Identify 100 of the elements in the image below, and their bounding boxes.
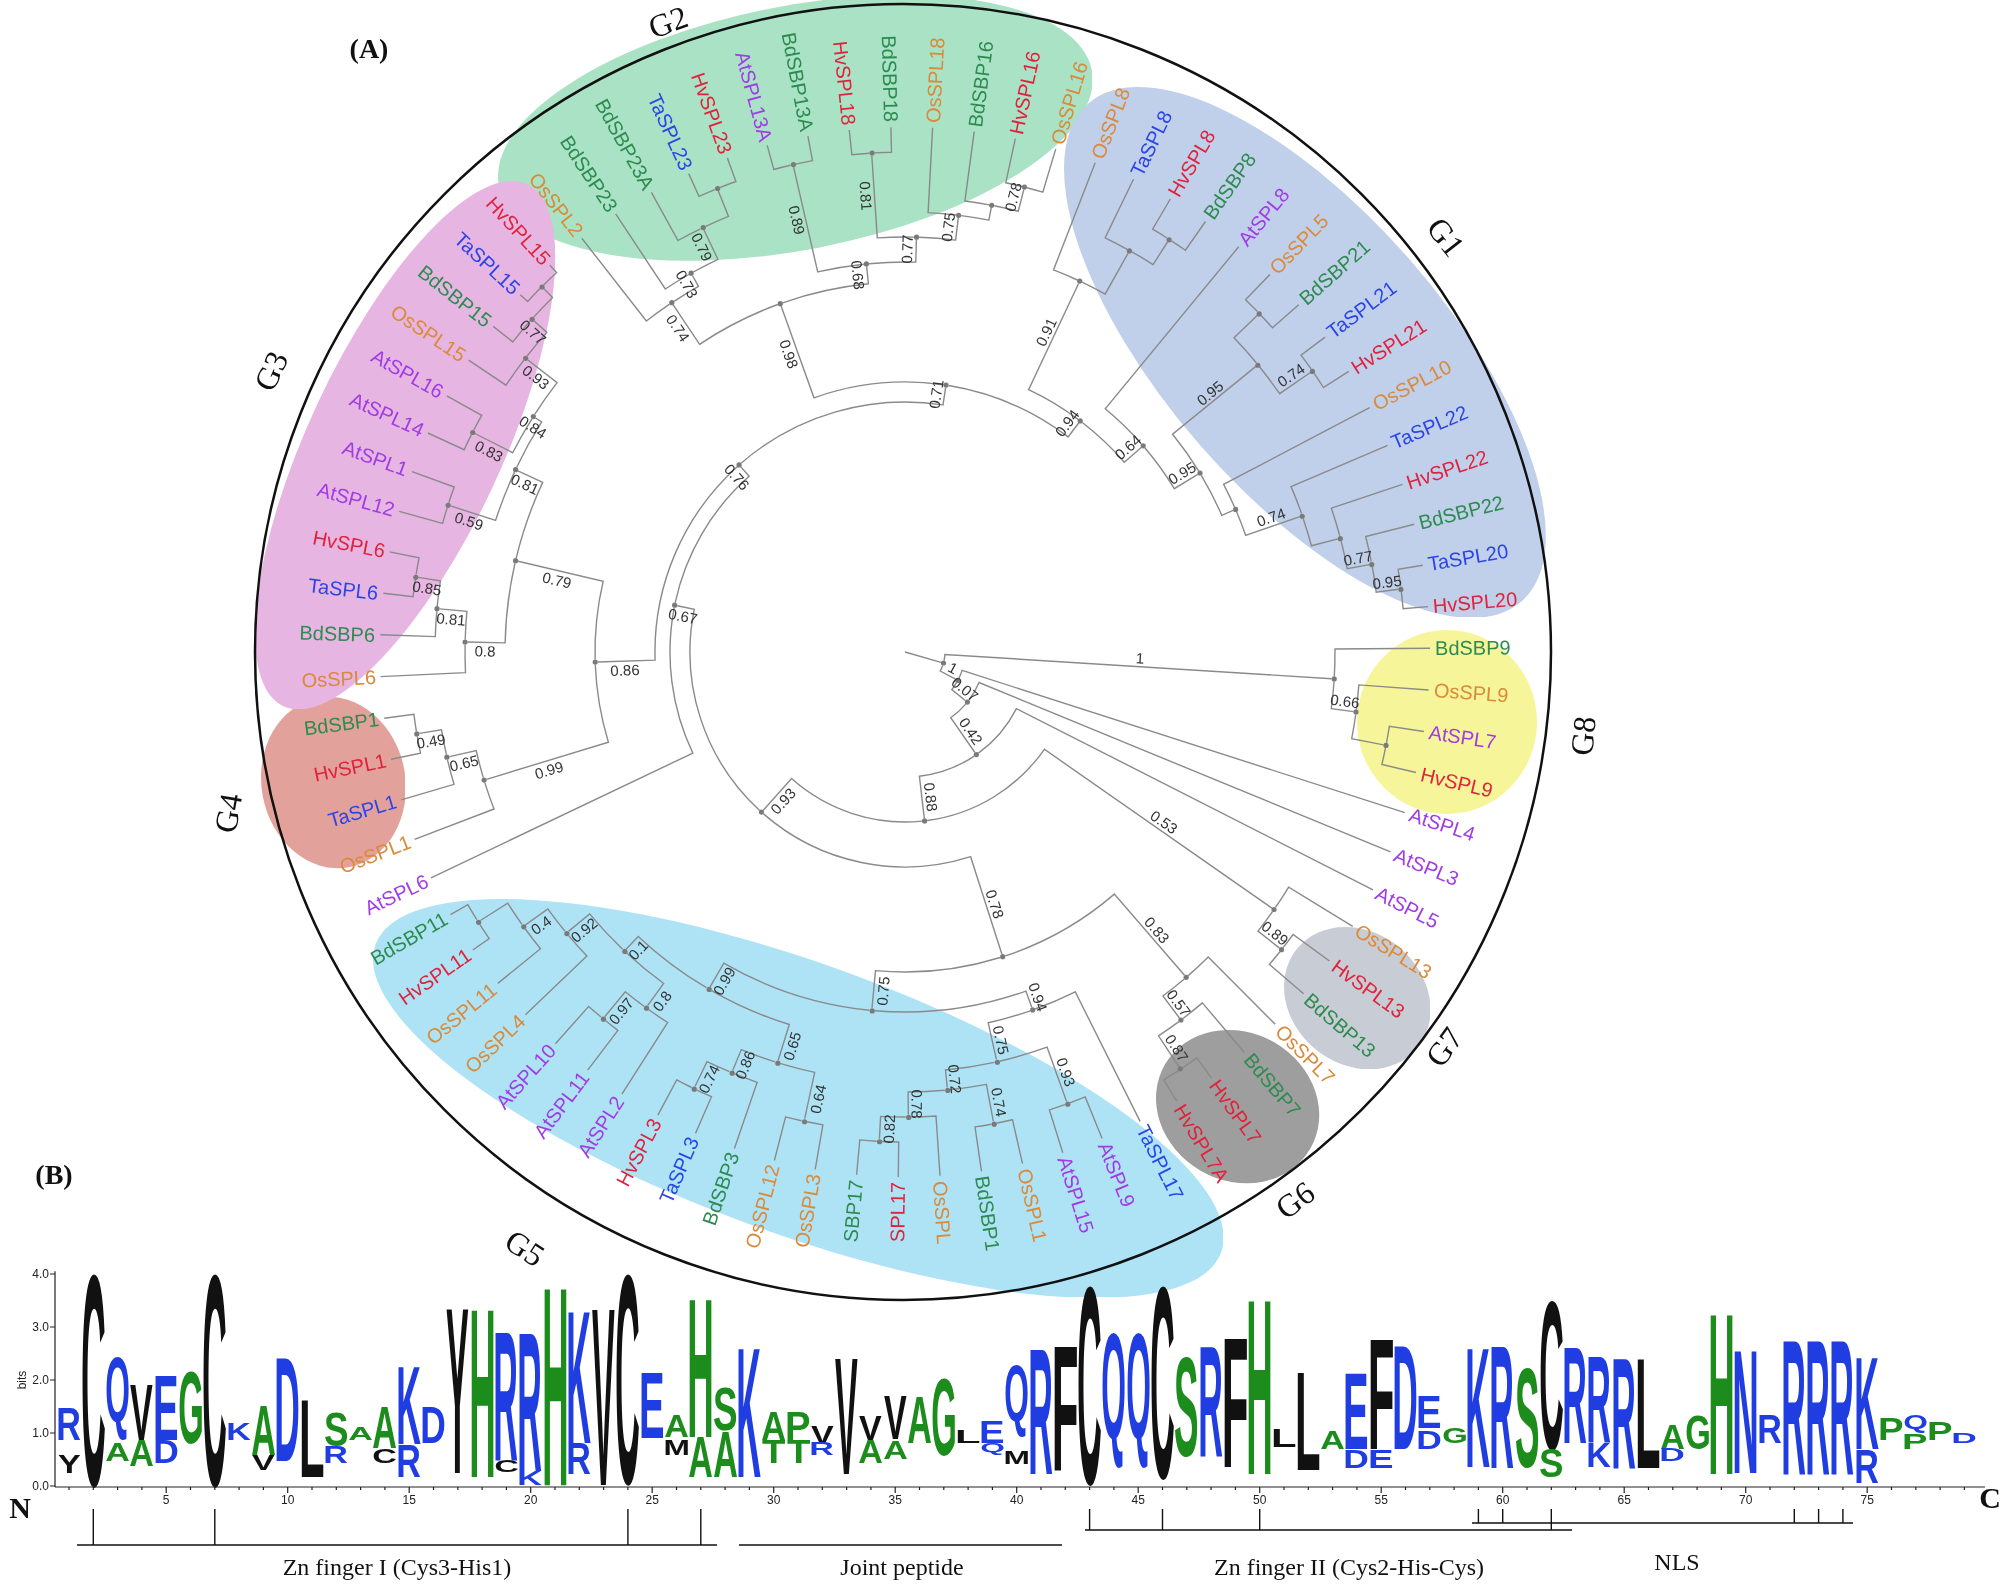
branch-point [462, 639, 468, 645]
residue-letter: A [859, 1439, 883, 1463]
region-label: Zn finger I (Cys3-His1) [282, 1555, 512, 1579]
branch-line [806, 1121, 824, 1170]
gene-label: HvSPL6 [310, 527, 387, 561]
branch-point [1077, 278, 1083, 284]
gene-label: OsSPL12 [742, 1162, 783, 1251]
branch-line [1005, 138, 1023, 188]
branch-line [1081, 252, 1129, 295]
branch-line [927, 127, 957, 216]
branch-point [944, 1087, 950, 1093]
support-value: 0.8 [474, 643, 496, 660]
panel-label: (B) [35, 1161, 73, 1189]
branch-line [1313, 370, 1350, 389]
branch-line [871, 155, 915, 239]
branch-line [581, 237, 671, 322]
branch-line [526, 320, 548, 357]
branch-line [1151, 198, 1171, 239]
branch-line [1162, 978, 1185, 1019]
residue-letter: S [1175, 1356, 1199, 1456]
axis-tick-label: 35 [888, 1494, 902, 1506]
branch-line [1052, 162, 1096, 281]
panel-label: (A) [349, 35, 389, 63]
branch-line [515, 470, 544, 559]
residue-letter: A [689, 1436, 713, 1477]
gene-label: AtSPL7 [1427, 722, 1498, 753]
support-value: 0.53 [1148, 807, 1181, 837]
support-value: 0.59 [452, 509, 486, 533]
group-label: G8 [1565, 714, 1601, 758]
residue-letter: K [1855, 1356, 1879, 1449]
branch-line [554, 1005, 602, 1045]
gene-label: BdSBP18 [878, 35, 901, 123]
axis-tick-label: 50 [1253, 1494, 1267, 1506]
branch-point [445, 502, 451, 508]
residue-letter: H [470, 1307, 494, 1477]
branch-line [878, 1115, 907, 1140]
branch-point [1278, 947, 1285, 953]
gene-label: BdSBP1 [302, 708, 381, 739]
branch-line [733, 1073, 758, 1150]
branch-point [1309, 368, 1316, 374]
branch-line [1069, 1096, 1103, 1140]
residue-letter: L [300, 1399, 324, 1477]
residue-letter: F [1223, 1338, 1247, 1468]
branch-point [729, 1070, 735, 1076]
residue-letter: R [1491, 1344, 1515, 1468]
branch-line [1300, 336, 1326, 370]
support-value: 0.66 [1329, 692, 1361, 711]
branch-line [740, 387, 947, 464]
residue-letter: R [1029, 1347, 1053, 1474]
support-value: 0.77 [517, 317, 550, 348]
branch-line [1131, 240, 1169, 266]
residue-letter: A [130, 1439, 154, 1467]
branch-point [758, 809, 765, 815]
gene-label: HvSPL1 [312, 750, 389, 786]
branch-line [977, 707, 1374, 891]
residue-letter: E [1345, 1372, 1369, 1449]
branch-line [497, 927, 542, 985]
branch-point [913, 234, 920, 240]
branch-line [517, 560, 604, 661]
branch-point [1021, 184, 1027, 190]
residue-letter: G [1685, 1415, 1709, 1449]
residue-letter: L [1272, 1427, 1296, 1447]
branch-point [643, 1005, 649, 1011]
group-label: G7 [1419, 1021, 1469, 1073]
gene-label: OsSPL [930, 1180, 955, 1245]
support-value: 0.89 [1259, 918, 1292, 949]
axis-tick-label: 55 [1374, 1494, 1388, 1506]
residue-letter: E [1418, 1395, 1442, 1428]
branch-line [382, 578, 416, 598]
branch-point [1337, 535, 1343, 541]
branch-line [524, 934, 588, 1016]
residue-letter: A [349, 1427, 373, 1440]
support-value: 0.8 [649, 988, 675, 1014]
residue-letter: A [762, 1411, 786, 1440]
branch-line [449, 904, 478, 921]
support-value: 0.65 [447, 752, 480, 774]
branch-line [673, 274, 700, 302]
branch-point [520, 923, 526, 929]
gene-label: HvSPL20 [1432, 588, 1519, 617]
support-value: 1 [1135, 649, 1145, 666]
branch-line [1104, 246, 1240, 445]
gene-label: HvSPL9 [1418, 763, 1495, 801]
branch-line [993, 188, 1025, 212]
branch-line [379, 610, 438, 638]
branch-point [1064, 1101, 1070, 1107]
branch-line [1302, 517, 1339, 547]
residue-letter: S [1539, 1448, 1563, 1477]
residue-letter: A [883, 1439, 907, 1459]
support-value: 0.88 [921, 782, 941, 813]
branch-point [688, 270, 694, 276]
residue-letter: A [1661, 1424, 1685, 1449]
branch-line [674, 466, 750, 604]
branch-line [390, 735, 422, 760]
residue-letter: H [689, 1297, 713, 1437]
residue-letter: E [980, 1421, 1004, 1444]
branch-point [1178, 1017, 1184, 1023]
branch-line [1200, 474, 1234, 517]
branch-point [943, 382, 949, 388]
branch-line [881, 1140, 900, 1178]
branch-point [1369, 561, 1375, 567]
